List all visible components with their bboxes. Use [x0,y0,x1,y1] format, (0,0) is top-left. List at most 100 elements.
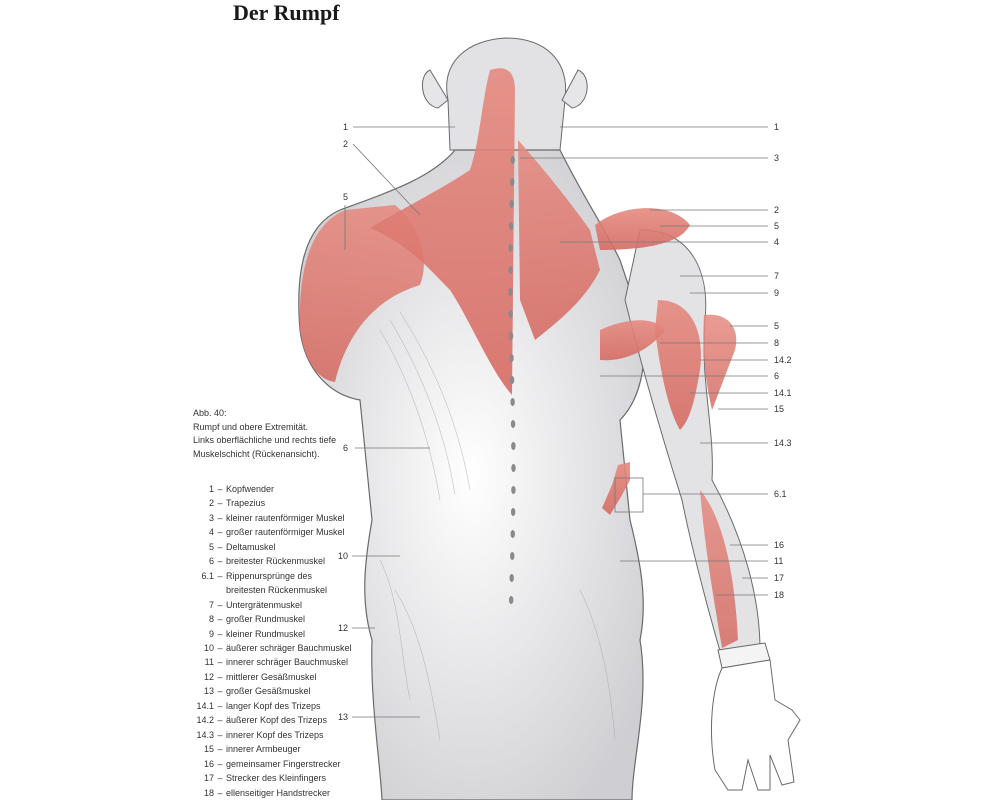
caption-line: Muskelschicht (Rückenansicht). [193,448,320,459]
legend-number: 18 [203,787,214,798]
vertebra-mark [510,508,516,516]
legend-item: 12–mittlerer Gesäßmuskel [196,670,366,684]
vertebra-mark [510,156,515,164]
legend-item: 16–gemeinsamer Fingerstrecker [196,757,366,771]
legend-name: mittlerer Gesäßmuskel [226,671,317,682]
legend-item: 2–Trapezius [196,496,366,510]
vertebra-mark [508,332,514,340]
legend-item: 3–kleiner rautenförmiger Muskel [196,511,366,525]
label-right-4: 4 [774,237,779,247]
legend-number: 10 [203,642,214,653]
legend-item: 6.1–Rippenursprünge des [196,569,366,583]
right-label-group: 1 3 2 5 4 7 9 5 8 14.2 6 14.1 15 14.3 6.… [774,122,792,600]
label-right-2: 2 [774,205,779,215]
legend-dash: – [217,686,223,697]
trapezius [370,68,515,396]
vertebra-mark [510,420,516,428]
rhomboid-muscles [518,140,600,340]
legend-item: 17–Strecker des Kleinfingers [196,771,366,785]
legend-item: –breitesten Rückenmuskel [196,583,366,597]
legend-item: 8–großer Rundmuskel [196,612,366,626]
legend-dash: – [217,642,223,653]
legend-item: 7–Untergrätenmuskel [196,598,366,612]
legend-dash: – [217,614,223,625]
legend-number: 3 [208,512,214,523]
left-label-group: 1 2 5 6 10 12 13 [338,122,348,722]
vertebra-mark [509,178,515,186]
legend-name: breitesten Rückenmuskel [226,585,328,596]
legend-name: langer Kopf des Trizeps [226,700,321,711]
left-ear [422,69,449,109]
legend-number: 14.3 [196,729,214,740]
label-right-11: 11 [774,556,783,566]
legend-name: Rippenursprünge des [226,570,313,581]
label-right-6: 6 [774,371,779,381]
vertebra-mark [511,442,516,450]
legend-number: 6 [208,556,214,567]
label-right-3: 3 [774,153,779,163]
legend-number: 4 [208,527,214,538]
right-arm [624,229,801,791]
legend-item: 14.3–innerer Kopf des Trizeps [196,728,366,742]
vertebra-mark [511,486,516,494]
legend-dash: – [217,787,223,798]
legend-dash: – [217,773,223,784]
legend-number: 8 [208,614,214,625]
legend-item: 14.2–äußerer Kopf des Trizeps [196,713,366,727]
legend-name: innerer Armbeuger [226,744,301,755]
legend-name: Trapezius [226,498,266,509]
vertebra-mark [509,200,514,208]
legend-dash: – [217,527,223,538]
label-right-14-3: 14.3 [774,438,792,448]
vertebra-mark [509,574,514,582]
legend-name: breitester Rückenmuskel [226,556,326,567]
legend-name: innerer Kopf des Trizeps [226,729,324,740]
legend-number: 7 [208,599,214,610]
legend-item: 4–großer rautenförmiger Muskel [196,525,366,539]
vertebra-mark [508,310,513,318]
legend-item: 1–Kopfwender [196,482,366,496]
label-right-5b: 5 [774,321,779,331]
figure-caption: Abb. 40: Rumpf und obere Extremität. Lin… [193,407,353,461]
vertebra-mark [508,244,513,252]
legend-item: 6–breitester Rückenmuskel [196,554,366,568]
legend-number: 14.2 [196,715,214,726]
legend-number: 9 [208,628,214,639]
legend-name: äußerer schräger Bauchmuskel [226,642,352,653]
legend-dash: – [217,498,223,509]
legend-dash: – [217,570,223,581]
caption-line: Rumpf und obere Extremität. [193,421,309,432]
label-left-13: 13 [338,712,348,722]
left-deltoid [299,205,424,382]
legend-item: 9–kleiner Rundmuskel [196,627,366,641]
label-right-17: 17 [774,573,784,583]
muscle-fibres [379,311,616,741]
legend-name: großer Gesäßmuskel [226,686,311,697]
label-left-12: 12 [338,623,348,633]
caption-line: Links oberflächliche und rechts tiefe [193,435,337,445]
rib-origins [602,462,630,515]
legend-name: Deltamuskel [226,541,276,552]
legend-name: großer rautenförmiger Muskel [226,527,345,538]
legend-item: 10–äußerer schräger Bauchmuskel [196,641,366,655]
legend-dash: – [217,512,223,523]
label-left-2: 2 [343,139,348,149]
label-left-6: 6 [343,443,348,453]
leader-lines [344,126,768,718]
legend-item: 15–innerer Armbeuger [196,742,366,756]
legend-item: 13–großer Gesäßmuskel [196,684,366,698]
legend-item: 18–ellenseitiger Handstrecker [196,786,366,800]
vertebra-mark [509,354,514,362]
legend-dash: – [217,715,223,726]
legend-dash: – [217,744,223,755]
vertebra-mark [508,266,513,274]
legend-number: 5 [208,541,214,552]
label-right-1: 1 [774,122,779,132]
legend-number: 13 [203,686,214,697]
legend-dash: – [217,671,223,682]
label-right-5: 5 [774,221,779,231]
vertebra-mark [508,596,514,604]
legend-item: 11–innerer schräger Bauchmuskel [196,655,366,669]
legend-dash: – [217,599,223,610]
